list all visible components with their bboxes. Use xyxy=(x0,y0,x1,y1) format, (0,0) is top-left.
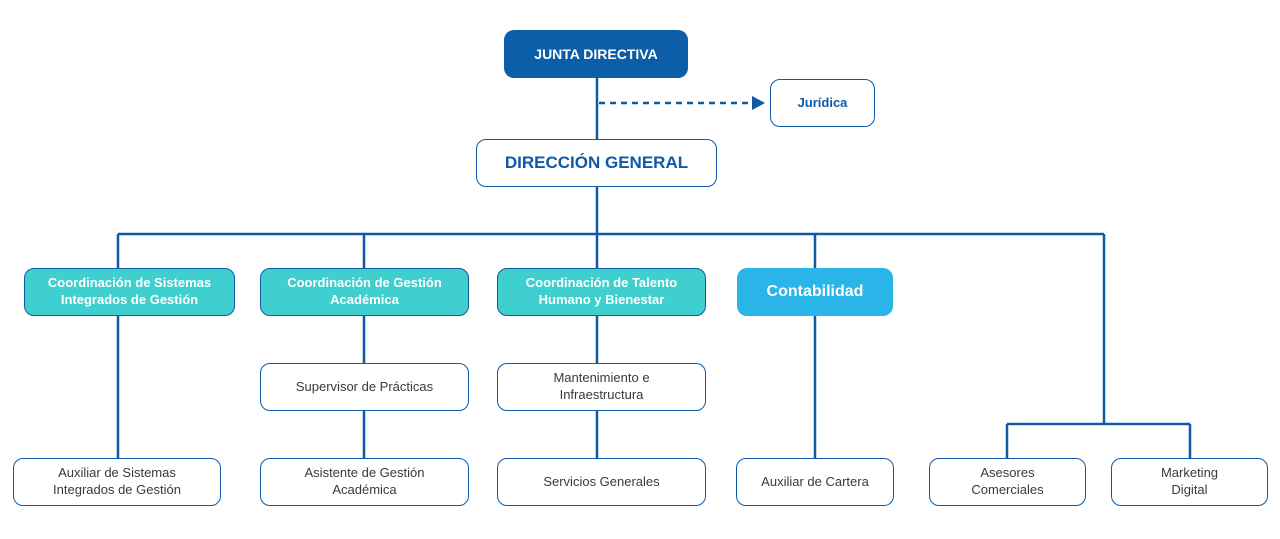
node-direccion: DIRECCIÓN GENERAL xyxy=(476,139,717,187)
node-coord-th: Coordinación de Talento Humano y Bienest… xyxy=(497,268,706,316)
node-coord-sig: Coordinación de Sistemas Integrados de G… xyxy=(24,268,235,316)
arrowhead-juridica xyxy=(752,96,765,110)
node-servicios: Servicios Generales xyxy=(497,458,706,506)
node-juridica: Jurídica xyxy=(770,79,875,127)
node-mantenimiento: Mantenimiento e Infraestructura xyxy=(497,363,706,411)
node-contabilidad: Contabilidad xyxy=(737,268,893,316)
node-aux-sig: Auxiliar de Sistemas Integrados de Gesti… xyxy=(13,458,221,506)
node-asistente: Asistente de Gestión Académica xyxy=(260,458,469,506)
node-coord-ga: Coordinación de Gestión Académica xyxy=(260,268,469,316)
node-marketing: Marketing Digital xyxy=(1111,458,1268,506)
node-aux-cartera: Auxiliar de Cartera xyxy=(736,458,894,506)
node-junta: JUNTA DIRECTIVA xyxy=(504,30,688,78)
node-asesores: Asesores Comerciales xyxy=(929,458,1086,506)
node-supervisor: Supervisor de Prácticas xyxy=(260,363,469,411)
